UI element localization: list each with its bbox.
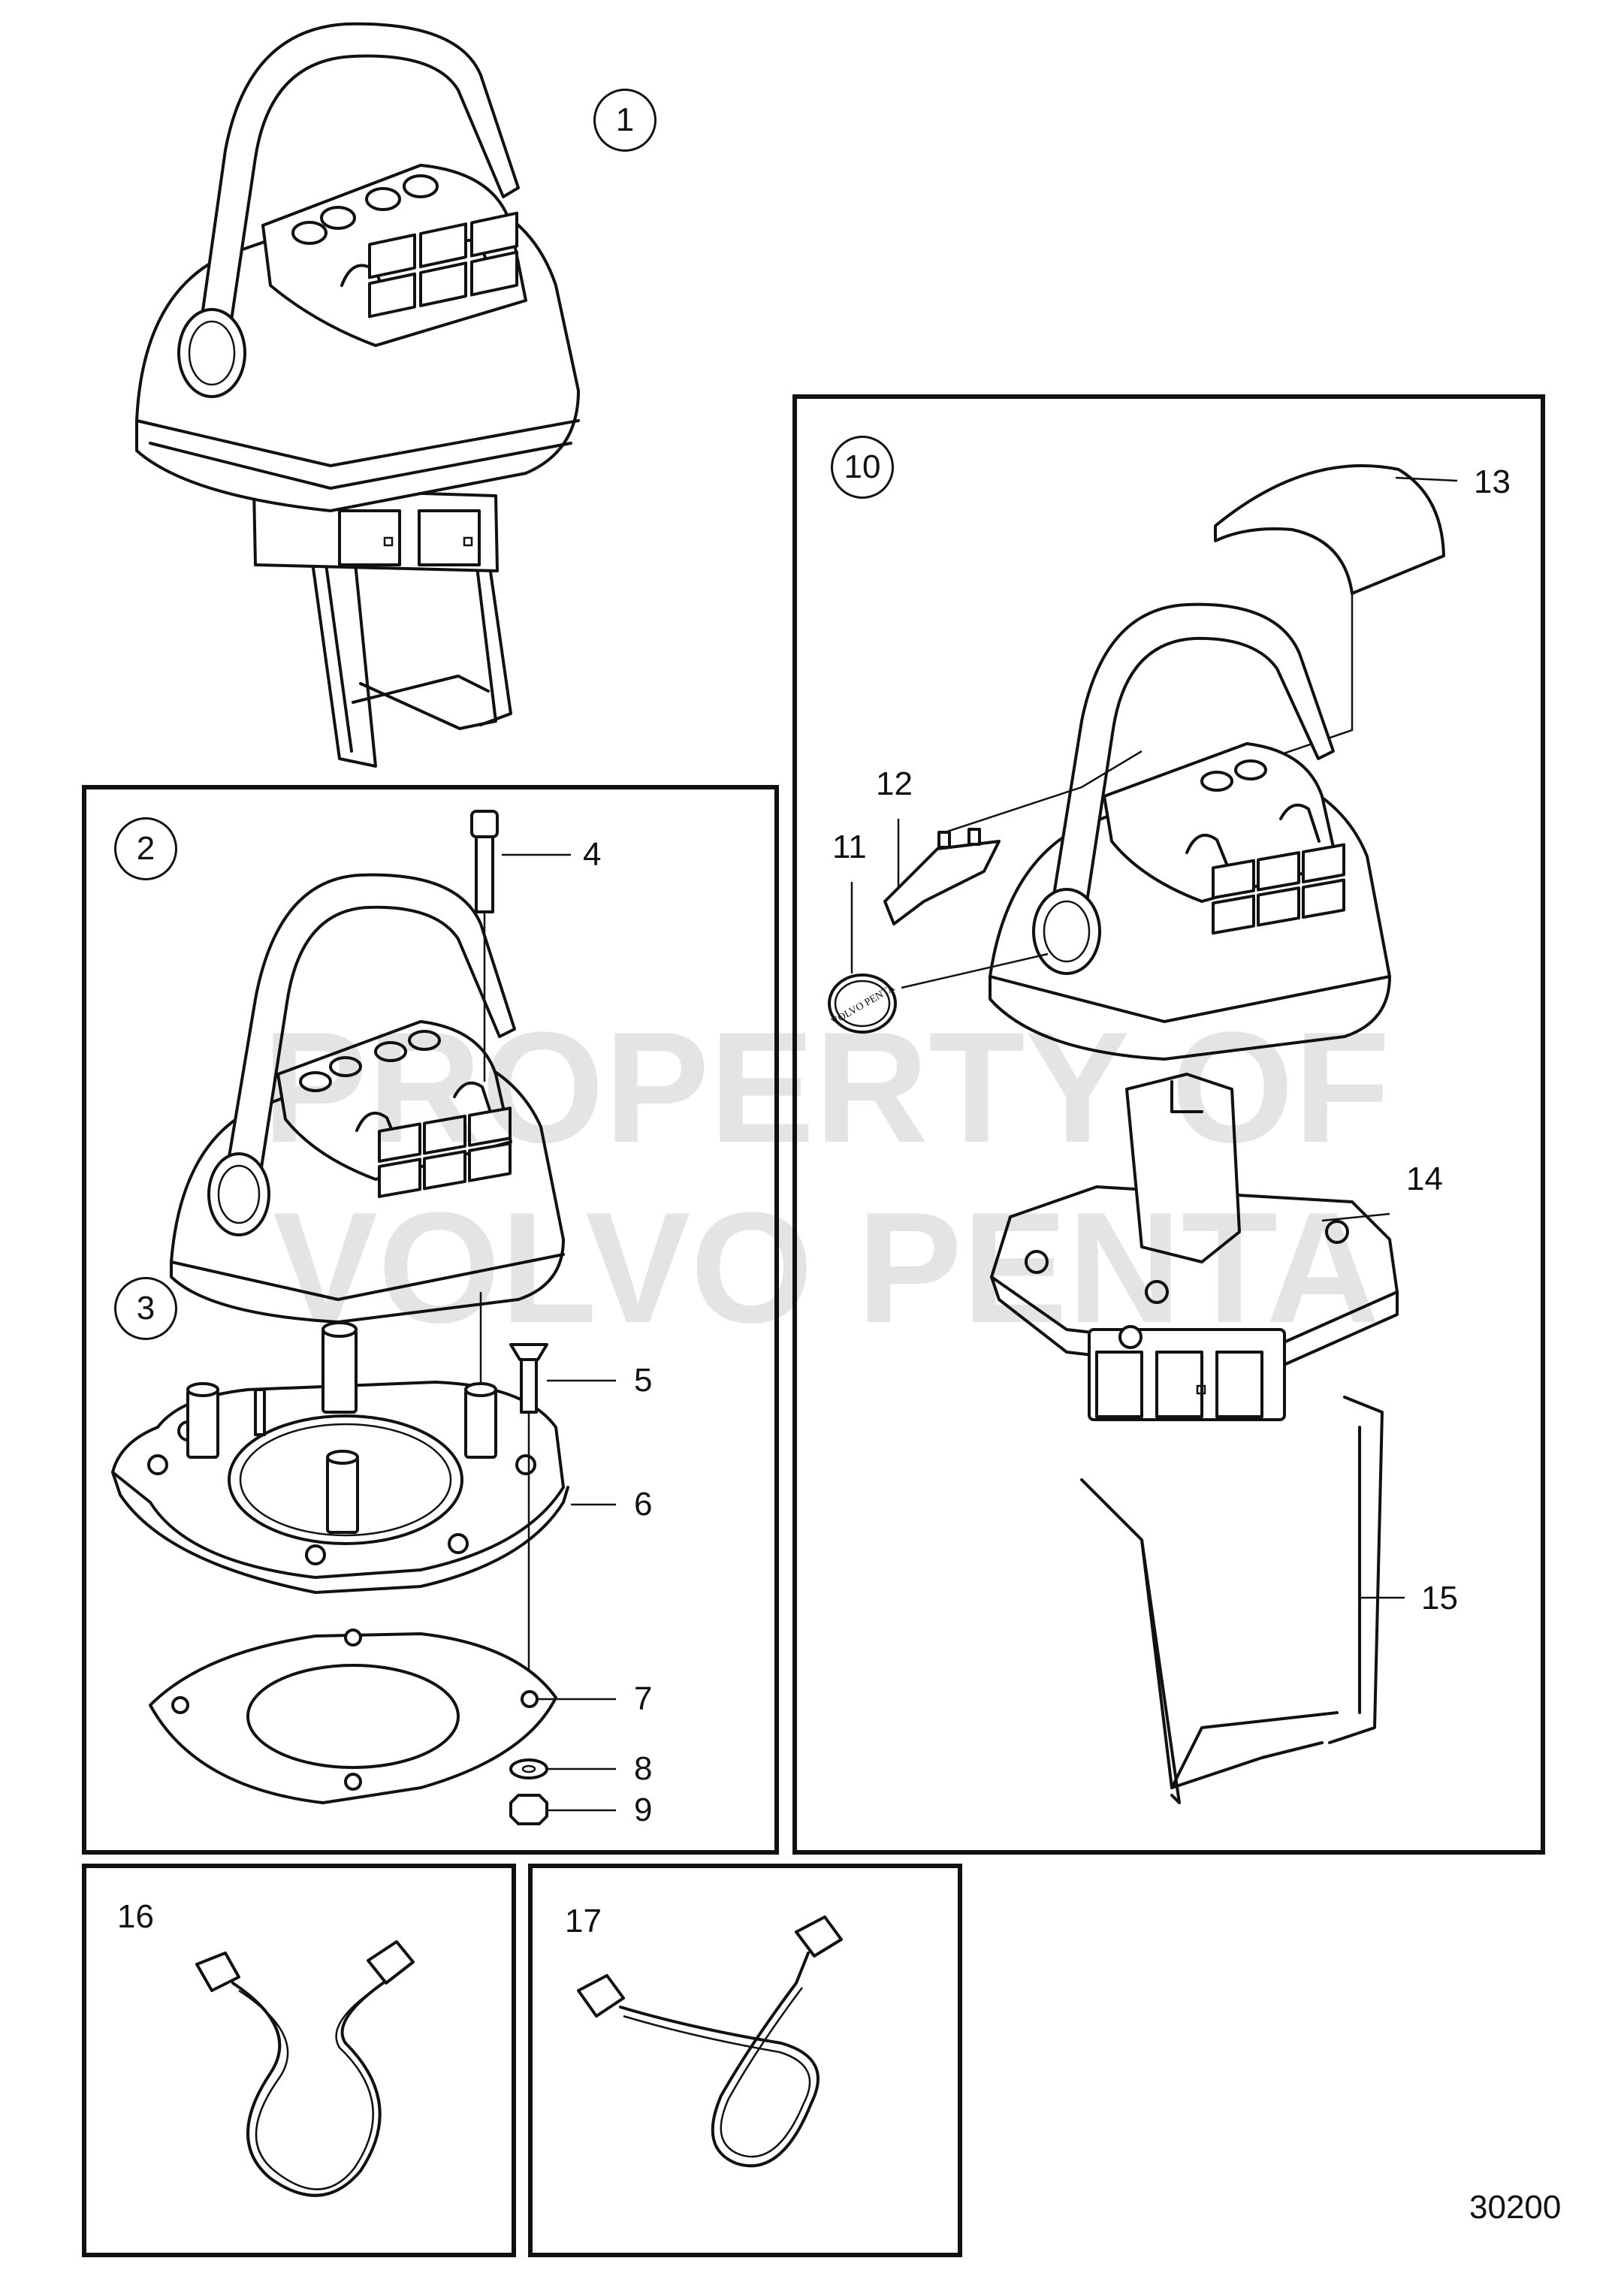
watermark: PROPERTY OF VOLVO PENTA: [262, 999, 1390, 1356]
mounting-plate-6: [111, 1292, 569, 1594]
callout-12: 12: [876, 765, 913, 802]
callout-10-label: 10: [844, 448, 881, 485]
callout-11: 11: [832, 829, 867, 865]
callout-1: 1: [593, 89, 657, 152]
callout-3-label: 3: [136, 1290, 155, 1327]
callout-8: 8: [634, 1750, 653, 1787]
badge-11: [828, 882, 897, 1034]
watermark-line-1: PROPERTY OF: [262, 999, 1390, 1176]
callout-17: 17: [565, 1903, 602, 1939]
gasket-7: [149, 1629, 616, 1804]
callout-2-label: 2: [136, 830, 155, 867]
panel-frame-16: [82, 1864, 516, 2257]
callout-16: 16: [117, 1898, 154, 1935]
reference-number: 30200: [1469, 2189, 1562, 2226]
panel-frame-2-3: [82, 785, 779, 1855]
callout-7: 7: [634, 1680, 653, 1717]
callout-2: 2: [114, 817, 177, 880]
screw-4: [470, 810, 571, 1082]
trim-piece-12: [883, 750, 1143, 925]
panel-frame-10: [792, 394, 1545, 1855]
lever-housing-10: [901, 602, 1391, 1061]
washer-8: [509, 1758, 616, 1779]
callout-10: 10: [831, 436, 894, 499]
callout-4: 4: [583, 836, 602, 873]
screw-5: [509, 1343, 616, 1720]
control-lever-assembly: [135, 22, 580, 768]
harness-16: [195, 1940, 415, 2197]
control-module-14: [990, 1073, 1399, 1421]
callout-1-label: 1: [615, 101, 635, 138]
callout-14: 14: [1406, 1161, 1443, 1197]
panel-frame-17: [528, 1864, 962, 2257]
callout-15: 15: [1421, 1580, 1458, 1616]
watermark-line-2: VOLVO PENTA: [273, 1179, 1380, 1356]
callout-3: 3: [114, 1277, 177, 1340]
bracket-15: [1080, 1396, 1405, 1804]
harness-17: [577, 1915, 843, 2168]
lever-housing-2: [170, 873, 565, 1324]
callout-5: 5: [634, 1362, 653, 1399]
callout-13: 13: [1474, 463, 1511, 500]
callout-6: 6: [634, 1486, 653, 1523]
callout-9: 9: [634, 1792, 653, 1828]
nut-9: [509, 1794, 616, 1825]
